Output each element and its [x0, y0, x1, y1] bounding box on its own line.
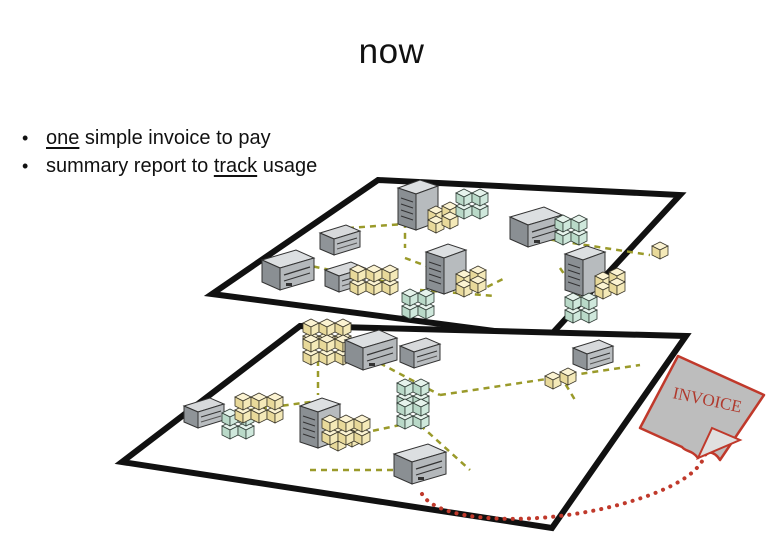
bullet-item-report: • summary report to track usage	[22, 152, 317, 180]
bullet-text-part: simple invoice to pay	[79, 127, 271, 149]
bullet-underlined-word: one	[46, 127, 80, 149]
box-stack-icon	[350, 265, 398, 295]
box-stack-icon	[235, 393, 283, 423]
bullet-item-invoice: • one simple invoice to pay	[22, 124, 317, 152]
bullet-dot: •	[22, 128, 29, 148]
invoice-page-curl-icon	[695, 426, 743, 460]
bullet-text: one simple invoice to pay	[46, 124, 271, 152]
floor-upper	[203, 176, 687, 342]
invoice-document: INVOICE	[638, 354, 766, 462]
box-stack-icon	[303, 335, 351, 365]
bullet-list: • one simple invoice to pay • summary re…	[22, 124, 317, 180]
dotted-billing-path	[420, 443, 710, 521]
box-icon	[559, 367, 577, 386]
box-stack-icon	[322, 415, 370, 445]
box-icon	[651, 241, 669, 260]
floor-lower	[114, 319, 692, 532]
bullet-text-part: usage	[257, 155, 318, 177]
bullet-underlined-word: track	[213, 155, 258, 177]
slide-title: now	[358, 32, 425, 71]
box-stack-icon	[565, 293, 597, 323]
bullet-dot: •	[22, 156, 29, 176]
box-icon	[544, 371, 562, 390]
bullet-text-part: summary report to	[46, 155, 214, 177]
bullet-text: summary report to track usage	[46, 152, 317, 180]
